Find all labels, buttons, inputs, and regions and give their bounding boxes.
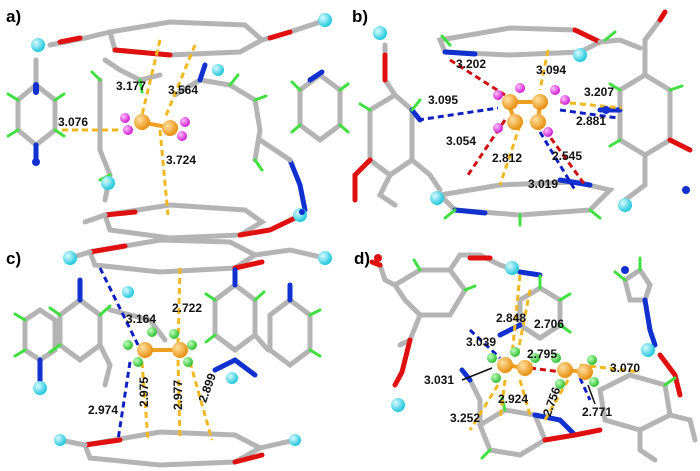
panel-d: d) 2.848 2.706 3.039 2.795 3.070 3.031 2… — [354, 249, 698, 463]
panel-b: b) 3.202 3.094 3.207 3.095 2.881 3.054 2… — [352, 7, 693, 227]
panel-c-metals — [33, 251, 332, 446]
panel-d-contact-7: 2.924 — [498, 392, 528, 406]
panel-a-contact-2: 3.564 — [168, 83, 198, 97]
panel-b-framework — [352, 9, 693, 218]
panel-b-contact-4: 3.095 — [428, 93, 458, 107]
panel-c: c) 3.164 2.722 2.974 2.975 2.977 2.899 — [6, 237, 332, 468]
panel-a: a) 3.177 3.564 3.076 3.724 — [6, 7, 350, 241]
panel-b-contact-2: 3.094 — [536, 63, 566, 77]
panel-c-contact-1: 3.164 — [126, 312, 156, 326]
panel-d-label: d) — [354, 249, 370, 268]
panel-b-contact-5: 2.881 — [576, 114, 606, 128]
panel-a-contact-3: 3.076 — [58, 115, 88, 129]
panel-c-contact-6: 2.899 — [196, 371, 220, 404]
panel-c-contacts — [98, 267, 214, 441]
panel-a-metals — [31, 13, 332, 222]
panel-a-contact-1: 3.177 — [116, 79, 146, 93]
panel-c-contact-5: 2.977 — [171, 380, 185, 410]
panel-b-contacts — [417, 49, 623, 191]
panel-b-guest — [493, 83, 570, 137]
panel-b-contact-7: 2.812 — [492, 151, 522, 165]
panel-c-contact-2: 2.722 — [172, 301, 202, 315]
panel-d-contact-4: 2.795 — [527, 347, 557, 361]
panel-c-label: c) — [6, 249, 21, 268]
panel-b-contact-1: 3.202 — [456, 57, 486, 71]
panel-c-guest — [123, 327, 197, 367]
panel-d-contact-1: 2.848 — [496, 311, 526, 325]
panel-c-contact-4: 2.975 — [137, 377, 151, 407]
panel-d-contact-2: 2.706 — [534, 317, 564, 331]
panel-d-contact-10: 2.771 — [582, 405, 612, 419]
panel-a-contacts — [62, 39, 197, 216]
panel-b-hydrogens — [358, 30, 684, 227]
panel-d-contact-6: 3.031 — [424, 373, 454, 387]
panel-b-contact-9: 3.019 — [528, 177, 558, 191]
panel-d-contacts — [468, 274, 641, 431]
panel-d-contact-5: 3.070 — [610, 361, 640, 375]
panel-a-contact-4: 3.724 — [166, 153, 196, 167]
panel-d-contact-3: 3.039 — [466, 335, 496, 349]
panel-d-leader-lines — [461, 367, 596, 405]
panel-b-metals — [373, 26, 690, 212]
panel-d-contact-9: 3.252 — [450, 411, 480, 425]
panel-a-guest — [120, 113, 190, 141]
panel-b-contact-3: 3.207 — [584, 85, 614, 99]
panel-c-hydrogens — [13, 290, 322, 358]
panel-d-contact-8: 2.756 — [540, 385, 564, 418]
panel-a-label: a) — [6, 7, 21, 26]
panel-b-contact-6: 3.054 — [446, 134, 476, 148]
panel-d-guest — [487, 347, 599, 389]
panel-c-contact-3: 2.974 — [88, 403, 118, 417]
panel-d-metals — [374, 254, 655, 412]
panel-b-contact-8: 2.545 — [552, 149, 582, 163]
panel-a-hydrogens — [6, 70, 350, 182]
panel-b-label: b) — [352, 7, 368, 26]
